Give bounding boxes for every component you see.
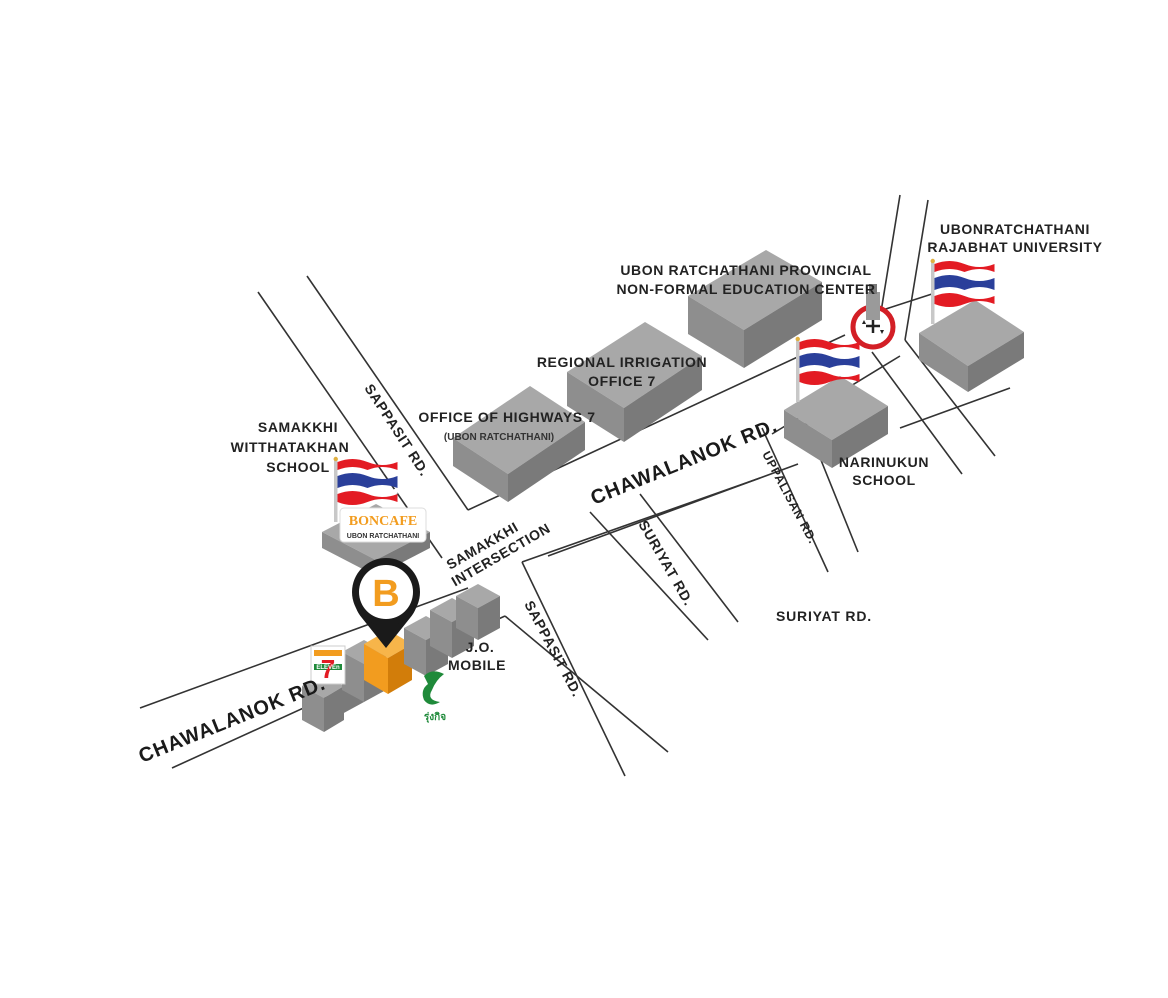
boncafe-sign-name: BONCAFE xyxy=(349,514,417,529)
svg-text:UBON RATCHATHANI PROVINCIAL: UBON RATCHATHANI PROVINCIAL xyxy=(620,262,871,278)
boncafe-sign-branch: UBON RATCHATHANI xyxy=(347,533,420,540)
svg-text:NON-FORMAL EDUCATION CENTER: NON-FORMAL EDUCATION CENTER xyxy=(616,281,875,297)
seven-eleven-word: ELEVEn xyxy=(316,665,340,671)
svg-text:WITTHATAKHAN: WITTHATAKHAN xyxy=(231,439,350,455)
svg-text:SCHOOL: SCHOOL xyxy=(852,472,916,488)
building-irrigation-office xyxy=(567,322,702,442)
svg-text:(UBON RATCHATHANI): (UBON RATCHATHANI) xyxy=(444,432,554,443)
road-label-chawalanok-left: CHAWALANOK RD. xyxy=(136,672,329,767)
svg-text:SCHOOL: SCHOOL xyxy=(266,459,330,475)
road-label-suriyat-flat: SURIYAT RD. xyxy=(776,608,872,624)
svg-text:RAJABHAT UNIVERSITY: RAJABHAT UNIVERSITY xyxy=(927,239,1102,255)
svg-text:MOBILE: MOBILE xyxy=(448,657,506,673)
label-narinukun-school: NARINUKUN SCHOOL xyxy=(839,454,929,488)
road-label-sappasit-south: SAPPASIT RD. xyxy=(521,598,585,700)
label-irrigation-office: REGIONAL IRRIGATION OFFICE 7 xyxy=(537,354,707,389)
building-highways-office xyxy=(453,386,585,502)
label-education-center: UBON RATCHATHANI PROVINCIAL NON-FORMAL E… xyxy=(616,262,875,297)
pharmacy-name: รุ่งกิจ xyxy=(424,711,446,723)
seven-eleven-logo-icon: 7 ELEVEn xyxy=(310,645,346,685)
label-highways-office: OFFICE OF HIGHWAYS 7 (UBON RATCHATHANI) xyxy=(418,409,595,443)
road-label-uppalisan: UPPALISAN RD. xyxy=(759,449,820,546)
svg-text:OFFICE OF HIGHWAYS 7: OFFICE OF HIGHWAYS 7 xyxy=(418,409,595,425)
building-narinukun-school xyxy=(784,376,888,468)
svg-text:SAMAKKHI: SAMAKKHI xyxy=(258,419,338,435)
boncafe-sign: BONCAFE UBON RATCHATHANI xyxy=(339,507,427,543)
svg-text:NARINUKUN: NARINUKUN xyxy=(839,454,929,470)
svg-text:J.O.: J.O. xyxy=(466,639,495,655)
roundabout-monument xyxy=(850,284,896,350)
seven-eleven-number: 7 xyxy=(321,654,335,684)
svg-text:REGIONAL IRRIGATION: REGIONAL IRRIGATION xyxy=(537,354,707,370)
boncafe-pin-letter: B xyxy=(372,573,399,615)
boncafe-location-pin-icon[interactable]: B xyxy=(352,558,420,648)
pharmacy-logo-icon: รุ่งกิจ xyxy=(422,671,446,723)
label-university: UBONRATCHATHANI RAJABHAT UNIVERSITY xyxy=(927,221,1102,255)
samakkhi-intersection-label: SAMAKKHI INTERSECTION xyxy=(444,519,554,590)
building-education-center xyxy=(688,250,822,368)
svg-text:UBONRATCHATHANI: UBONRATCHATHANI xyxy=(940,221,1090,237)
label-jo-mobile: J.O. MOBILE xyxy=(448,639,506,673)
building-university xyxy=(919,300,1024,392)
svg-text:OFFICE 7: OFFICE 7 xyxy=(588,373,656,389)
label-samakkhi-school: SAMAKKHI WITTHATAKHAN SCHOOL xyxy=(231,419,350,475)
